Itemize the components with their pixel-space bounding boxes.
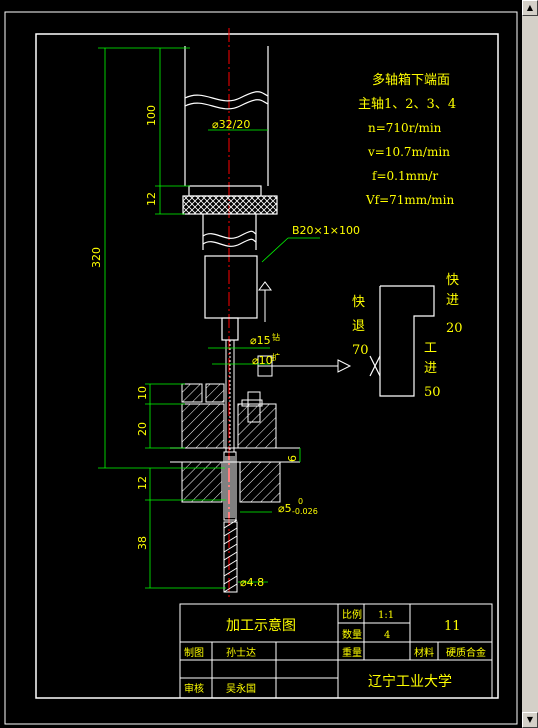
cycle-fast-forward2: 进 [446, 293, 459, 308]
label-dia10: ⌀10 [252, 354, 273, 367]
scroll-down-icon[interactable]: ▼ [522, 712, 538, 728]
fixture [170, 383, 300, 503]
label-small-a: 钻 [272, 332, 280, 342]
tb-sheet-no: 11 [444, 619, 461, 634]
dim-38: 38 [136, 536, 149, 550]
cycle-texts: 快 进 20 工 进 50 快 退 70 [352, 273, 463, 400]
label-shank-dia: ⌀32/20 [212, 118, 250, 131]
params-n: n=710r/min [368, 121, 442, 135]
label-tol-bot: -0.026 [292, 507, 318, 516]
title-block [179, 603, 493, 699]
cycle-fast-forward: 快 [446, 273, 459, 288]
tb-check-label: 审核 [184, 682, 204, 695]
outer-border [4, 11, 518, 725]
title-block-texts: 加工示意图 比例 1:1 数量 4 11 制图 孙士达 重量 材料 硬质合金 审… [184, 608, 486, 695]
cycle-fast-back: 快 [352, 295, 365, 310]
label-dia48: ⌀4.8 [240, 576, 264, 589]
tb-drawing-name: 加工示意图 [226, 617, 296, 634]
label-taper: B20×1×100 [292, 224, 360, 237]
tb-school: 辽宁工业大学 [368, 673, 452, 690]
tb-qty-value: 4 [384, 630, 390, 641]
part-labels: ⌀32/20 B20×1×100 ⌀15 ⌀10 钻 扩 ⌀5 0 -0.026… [212, 118, 360, 589]
scroll-up-icon[interactable]: ▲ [522, 0, 538, 16]
cycle-work: 工 [424, 341, 437, 356]
params-v: v=10.7m/min [367, 145, 450, 159]
dim-320: 320 [90, 247, 103, 268]
dimensions [98, 47, 320, 589]
tb-material-value: 硬质合金 [446, 646, 486, 659]
params-spindles: 主轴1、2、3、4 [358, 97, 456, 112]
label-dia15: ⌀15 [250, 334, 271, 347]
cycle-fast-back2: 退 [352, 319, 365, 334]
cycle-fast-forward-val: 20 [446, 321, 463, 336]
params-vf: Vf=71mm/min [365, 193, 454, 207]
cycle-diagram [369, 285, 435, 397]
tb-checked-by: 吴永国 [226, 682, 256, 695]
label-dia5: ⌀5 [278, 502, 292, 515]
dim-100: 100 [145, 105, 158, 126]
cycle-fast-back-val: 70 [352, 343, 369, 358]
dim-12b: 12 [136, 476, 149, 490]
params-block: 多轴箱下端面 主轴1、2、3、4 n=710r/min v=10.7m/min … [358, 72, 456, 207]
tb-weight-label: 重量 [342, 646, 362, 659]
params-f: f=0.1mm/r [372, 169, 438, 183]
vertical-scrollbar[interactable] [522, 0, 538, 728]
cad-drawing: 多轴箱下端面 主轴1、2、3、4 n=710r/min v=10.7m/min … [4, 11, 518, 725]
tb-drawn-by: 孙士达 [226, 646, 256, 659]
tb-material-label: 材料 [414, 646, 434, 659]
dimension-texts: 320 100 12 10 20 6 12 38 [90, 105, 299, 550]
cycle-work2: 进 [424, 361, 437, 376]
dim-20: 20 [136, 422, 149, 436]
tb-scale-value: 1:1 [378, 610, 394, 621]
spindle-shank [182, 46, 278, 341]
tb-qty-label: 数量 [342, 628, 362, 641]
dim-12a: 12 [145, 192, 158, 206]
tb-drawn-label: 制图 [184, 646, 204, 659]
label-tol-top: 0 [298, 497, 303, 506]
feed-arrows [257, 281, 352, 377]
dim-6: 6 [286, 455, 299, 462]
cycle-work-val: 50 [424, 385, 441, 400]
drill-tool [223, 339, 238, 593]
params-title: 多轴箱下端面 [372, 72, 450, 88]
label-small-b: 扩 [272, 352, 280, 362]
dim-10: 10 [136, 386, 149, 400]
tb-scale-label: 比例 [342, 608, 362, 621]
